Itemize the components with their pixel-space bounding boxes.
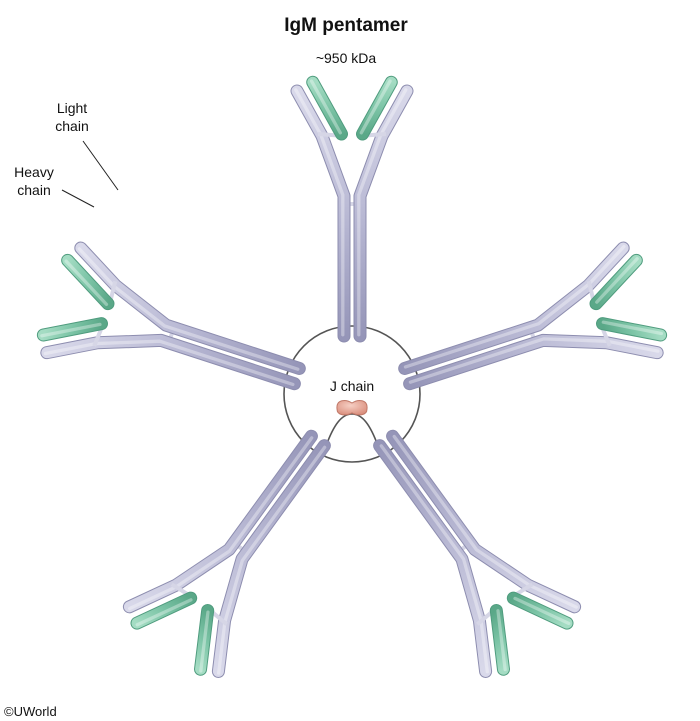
- heavy-chain-left-highlight: [294, 88, 345, 337]
- monomer-group: [36, 75, 668, 678]
- heavy-chain-left-highlight: [217, 445, 327, 675]
- light-chain-left-highlight: [199, 610, 210, 673]
- light-chain-label-line2: chain: [55, 118, 88, 134]
- light-chain-right: [597, 318, 667, 341]
- light-chain-left: [590, 254, 642, 310]
- heavy-chain-left-highlight: [43, 339, 295, 387]
- heavy-chain-label-line1: Heavy: [14, 164, 54, 180]
- heavy-chain-left: [41, 334, 300, 390]
- igm-monomer: [373, 429, 582, 678]
- joining-ring: [283, 325, 421, 463]
- light-chain-left-highlight: [309, 79, 342, 135]
- j-chain-label: J chain: [330, 378, 374, 394]
- light-chain-right-highlight: [359, 79, 392, 135]
- heavy-chain-right: [404, 334, 663, 390]
- heavy-chain-right-highlight: [77, 247, 300, 371]
- light-chain-right-highlight: [135, 598, 193, 627]
- copyright-notice: ©UWorld: [4, 704, 57, 719]
- heavy-chain-left: [212, 440, 330, 677]
- igm-monomer: [290, 75, 414, 343]
- heavy-chain-right-outline: [122, 429, 318, 614]
- heavy-chain-right: [123, 430, 317, 613]
- heavy-chain-left: [399, 242, 629, 374]
- heavy-chain-left: [387, 430, 581, 613]
- light-chain-right: [357, 76, 397, 140]
- chain-labels: Light chain Heavy chain: [14, 100, 119, 208]
- diagram-subtitle: ~950 kDa: [316, 50, 377, 66]
- heavy-chain-right: [354, 85, 413, 342]
- heavy-chain-left-highlight: [403, 244, 626, 369]
- light-chain-label-line1: Light: [57, 100, 87, 116]
- light-chain-left: [307, 76, 347, 140]
- light-chain-right-highlight: [64, 259, 109, 307]
- light-chain-left: [37, 318, 107, 341]
- heavy-chain-left-outline: [386, 429, 582, 614]
- heavy-chain-left: [291, 85, 350, 342]
- light-chain-right: [62, 254, 114, 310]
- heavy-chain-right-highlight: [128, 436, 314, 611]
- light-chain-right-highlight: [496, 609, 507, 672]
- igm-monomer: [36, 241, 306, 391]
- j-chain-loop: [325, 413, 379, 447]
- heavy-chain-right-highlight: [357, 88, 408, 337]
- heavy-chain-pointer: [61, 189, 95, 208]
- light-chain-left: [507, 592, 573, 629]
- j-chain: J chain: [330, 378, 374, 416]
- heavy-chain-right-highlight: [408, 337, 660, 384]
- heavy-chain-right: [75, 242, 305, 374]
- joining-ring-circle: [283, 325, 421, 463]
- igm-monomer: [398, 241, 668, 391]
- light-chain-right-highlight: [601, 320, 664, 336]
- title-group: IgM pentamer ~950 kDa: [284, 15, 408, 66]
- light-chain-right: [490, 605, 509, 675]
- light-chain-left: [195, 605, 214, 675]
- light-chain-left-highlight: [40, 322, 102, 338]
- heavy-chain-right: [374, 440, 492, 677]
- light-chain-left-highlight: [595, 257, 639, 304]
- heavy-chain-left-highlight: [392, 434, 578, 609]
- heavy-chain-label-line2: chain: [17, 182, 50, 198]
- j-chain-shape: [336, 400, 368, 416]
- diagram-title: IgM pentamer: [284, 15, 408, 36]
- light-chain-right: [131, 592, 197, 629]
- igm-monomer: [122, 429, 331, 678]
- heavy-chain-right-highlight: [379, 444, 489, 674]
- light-chain-left-highlight: [513, 596, 571, 626]
- light-chain-pointer: [82, 140, 119, 191]
